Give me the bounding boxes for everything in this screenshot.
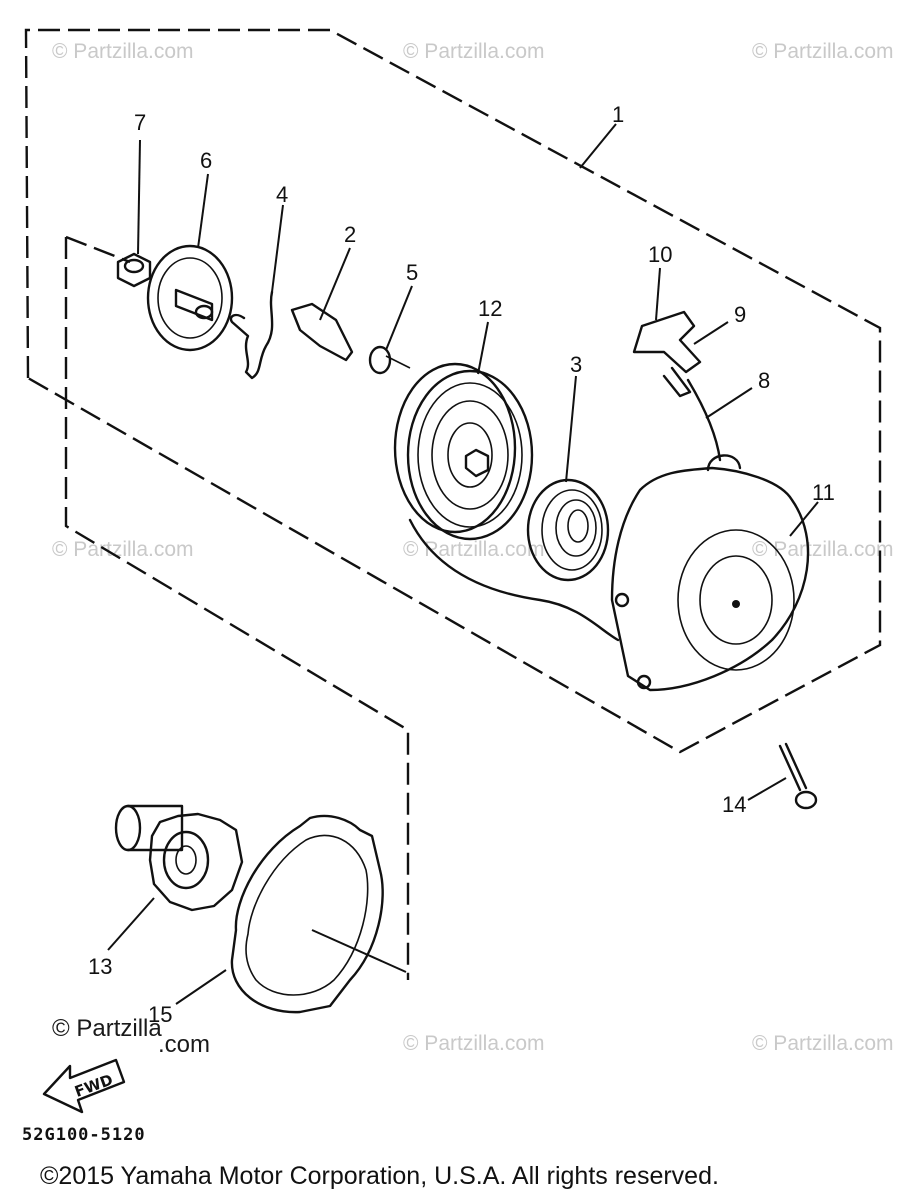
watermark-top-center: © Partzilla.com (403, 40, 545, 63)
part-2-pawl (290, 302, 354, 362)
leader-8 (705, 387, 753, 419)
part-3-spiral-spring (526, 478, 610, 582)
leader-6 (197, 173, 209, 249)
leader-15 (175, 969, 227, 1005)
diagram-part-number: 52G100-5120 (22, 1125, 146, 1145)
part-4-spring-clip (229, 290, 274, 380)
footer-copyright: ©2015 Yamaha Motor Corporation, U.S.A. A… (40, 1162, 719, 1190)
part-7-nut (116, 252, 152, 288)
watermark-top-right: © Partzilla.com (752, 40, 894, 63)
leader-13 (107, 897, 155, 951)
callout-9: 9 (734, 302, 746, 327)
callout-10: 10 (648, 242, 672, 267)
handle-rope (686, 378, 722, 462)
watermark-bottom-center: © Partzilla.com (403, 1032, 545, 1055)
leader-9 (693, 321, 729, 345)
watermark-main-line2: .com (158, 1031, 210, 1058)
callout-13: 13 (88, 954, 112, 979)
watermark-main-line1: © Partzilla (52, 1015, 162, 1042)
assembly-boundary-upper (24, 28, 882, 754)
callout-4: 4 (276, 182, 288, 207)
leader-1 (579, 123, 617, 169)
callout-3: 3 (570, 352, 582, 377)
part-15-gasket (230, 814, 384, 1014)
callout-11: 11 (812, 480, 835, 505)
leader-5 (385, 285, 413, 351)
watermark-mid-center: © Partzilla.com (403, 538, 545, 561)
leader-10 (655, 267, 661, 321)
leader-4 (271, 204, 284, 293)
callout-2: 2 (344, 222, 356, 247)
part-13-starter-hub (114, 804, 244, 912)
part-12-pulley (393, 362, 534, 541)
watermark-bottom-right: © Partzilla.com (752, 1032, 894, 1055)
starter-rope (408, 518, 620, 642)
fwd-arrow: FWD (42, 1058, 126, 1114)
callout-6: 6 (200, 148, 212, 173)
callout-12: 12 (478, 296, 502, 321)
part-14-bolt (778, 742, 818, 810)
watermark-top-left: © Partzilla.com (52, 40, 194, 63)
assembly-boundary-link (65, 235, 131, 264)
callout-7: 7 (134, 110, 146, 135)
leader-14 (747, 777, 787, 801)
leader-gasket-center (311, 929, 407, 973)
part-10-9-handle (632, 310, 702, 398)
leader-11 (789, 501, 819, 537)
leader-3 (565, 375, 577, 483)
leader-2 (319, 247, 351, 321)
assembly-boundary-lower (64, 237, 410, 980)
leader-12 (477, 321, 489, 375)
callout-14: 14 (722, 792, 746, 817)
leader-7 (137, 139, 141, 255)
watermark-mid-left: © Partzilla.com (52, 538, 194, 561)
callout-8: 8 (758, 368, 770, 393)
callout-5: 5 (406, 260, 418, 285)
callout-1: 1 (612, 102, 624, 127)
watermark-mid-right: © Partzilla.com (752, 538, 894, 561)
callout-15: 15 (148, 1002, 172, 1027)
part-11-starter-case (610, 454, 810, 692)
part-6-drive-plate (146, 244, 234, 352)
part-5-friction-spring (368, 345, 411, 375)
